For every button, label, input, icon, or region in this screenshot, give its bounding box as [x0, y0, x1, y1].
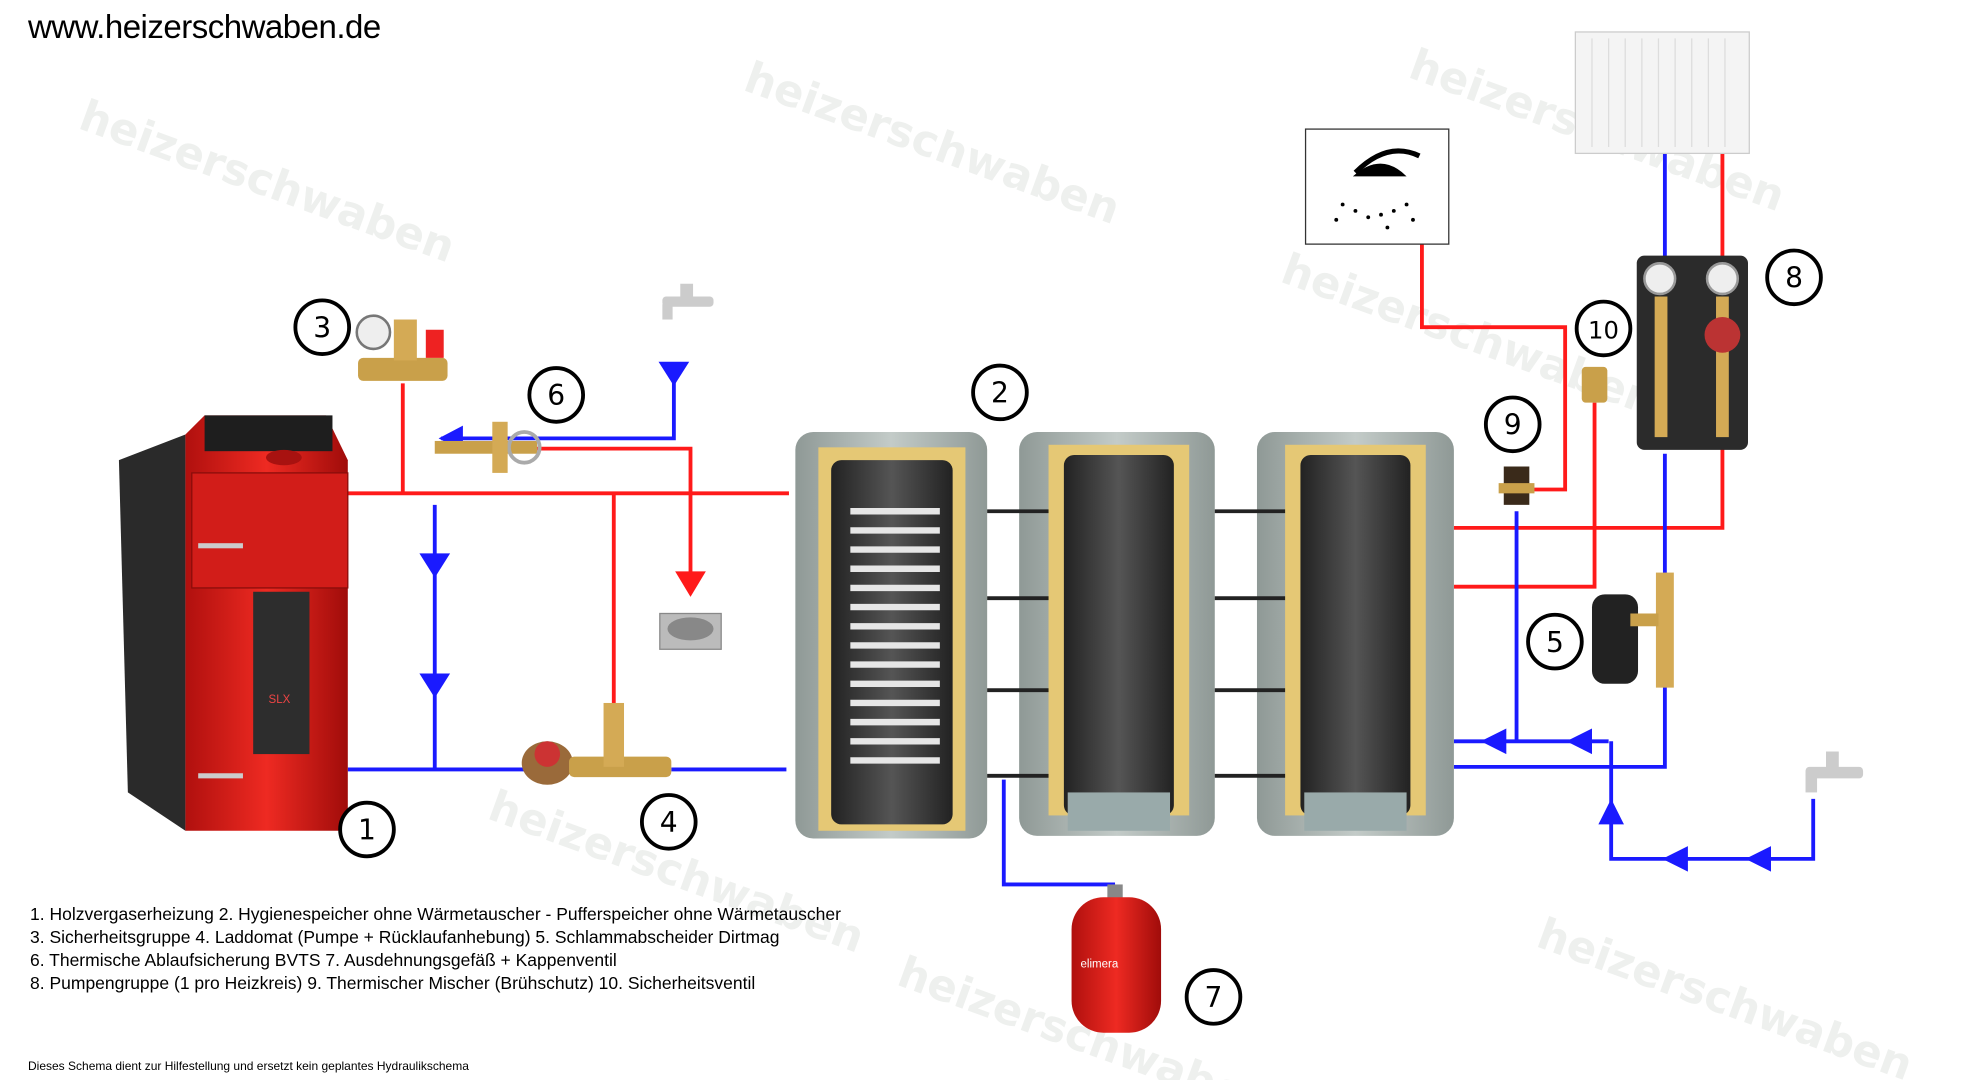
svg-text:4: 4 — [660, 806, 678, 839]
marker-2: 2 — [971, 363, 1029, 422]
legend-line: 8. Pumpengruppe (1 pro Heizkreis) 9. The… — [30, 973, 756, 993]
thermal-discharge-valve — [434, 421, 542, 473]
buffer-tank-2 — [1256, 432, 1454, 836]
svg-text:10: 10 — [1588, 316, 1619, 345]
marker-6: 6 — [527, 366, 586, 424]
arrow-left-icon — [1566, 728, 1592, 755]
bvts-drain-pipe — [537, 446, 693, 576]
legend: 1. Holzvergaserheizung 2. Hygienespeiche… — [30, 903, 841, 995]
arrow-left-icon — [1745, 846, 1772, 872]
svg-text:1: 1 — [358, 814, 376, 847]
svg-text:heizerschwaben: heizerschwaben — [1531, 909, 1919, 1080]
arrow-down-icon — [419, 553, 451, 578]
svg-text:2: 2 — [991, 377, 1009, 410]
legend-line: 1. Holzvergaserheizung 2. Hygienespeiche… — [30, 904, 841, 924]
radiator — [1574, 31, 1750, 155]
svg-text:elimera: elimera — [1081, 959, 1119, 971]
flow-arrows — [419, 361, 1772, 872]
marker-10: 10 — [1574, 299, 1633, 358]
tank-connections — [987, 509, 1286, 778]
arrow-down-icon — [419, 673, 451, 698]
website-title: www.heizerschwaben.de — [28, 8, 381, 45]
legend-line: 6. Thermische Ablaufsicherung BVTS 7. Au… — [30, 950, 617, 970]
laddomat — [521, 702, 672, 785]
cold-water-main-pipe — [1609, 741, 1816, 861]
svg-text:heizerschwaben: heizerschwaben — [73, 91, 461, 273]
shower-icon — [1304, 128, 1450, 245]
marker-4: 4 — [639, 793, 698, 851]
cold-water-tap-icon — [662, 283, 714, 320]
expansion-vessel: elimera — [1071, 884, 1162, 1033]
marker-8: 8 — [1765, 248, 1823, 307]
marker-3: 3 — [293, 298, 352, 356]
marker-7: 7 — [1184, 968, 1243, 1026]
svg-text:8: 8 — [1785, 262, 1803, 295]
svg-text:3: 3 — [313, 311, 331, 344]
supply-pipes — [347, 153, 1725, 716]
marker-1: 1 — [338, 800, 396, 859]
heating-return-pipe — [1453, 453, 1667, 769]
safety-group — [355, 314, 448, 381]
wood-gasification-boiler: SLX — [118, 415, 349, 831]
floor-drain-icon — [659, 612, 722, 650]
arrow-down-icon — [675, 571, 706, 597]
safety-valve-pipe — [1453, 402, 1597, 589]
arrow-up-icon — [1598, 798, 1624, 825]
legend-line: 3. Sicherheitsgruppe 4. Laddomat (Pumpe … — [30, 927, 780, 947]
dirt-separator — [1591, 572, 1674, 688]
svg-text:5: 5 — [1546, 626, 1564, 659]
svg-text:6: 6 — [547, 379, 565, 412]
svg-text:SLX: SLX — [269, 694, 291, 706]
expansion-pipe — [1001, 779, 1116, 887]
disclaimer: Dieses Schema dient zur Hilfestellung un… — [28, 1059, 469, 1073]
hygiene-tank — [795, 432, 988, 839]
marker-9: 9 — [1483, 395, 1542, 454]
number-markers: 1 2 3 4 5 6 7 8 9 10 — [293, 248, 1823, 1026]
cold-water-main-tap-icon — [1805, 751, 1864, 793]
return-pipes — [347, 153, 1816, 887]
svg-text:9: 9 — [1504, 409, 1522, 442]
heating-supply-pipe — [1453, 434, 1725, 530]
marker-5: 5 — [1526, 612, 1584, 671]
arrow-left-icon — [1662, 846, 1688, 872]
safety-valve — [1581, 366, 1608, 403]
hot-water-pipe — [1420, 244, 1568, 492]
svg-text:7: 7 — [1205, 981, 1223, 1014]
buffer-tank-1 — [1019, 432, 1215, 836]
cold-water-bvts-pipe — [441, 364, 676, 441]
thermal-mixer — [1498, 466, 1535, 505]
arrow-left-icon — [1480, 728, 1507, 755]
svg-text:heizerschwaben: heizerschwaben — [738, 53, 1126, 235]
pump-group — [1636, 255, 1748, 450]
arrow-down-icon — [658, 361, 690, 386]
